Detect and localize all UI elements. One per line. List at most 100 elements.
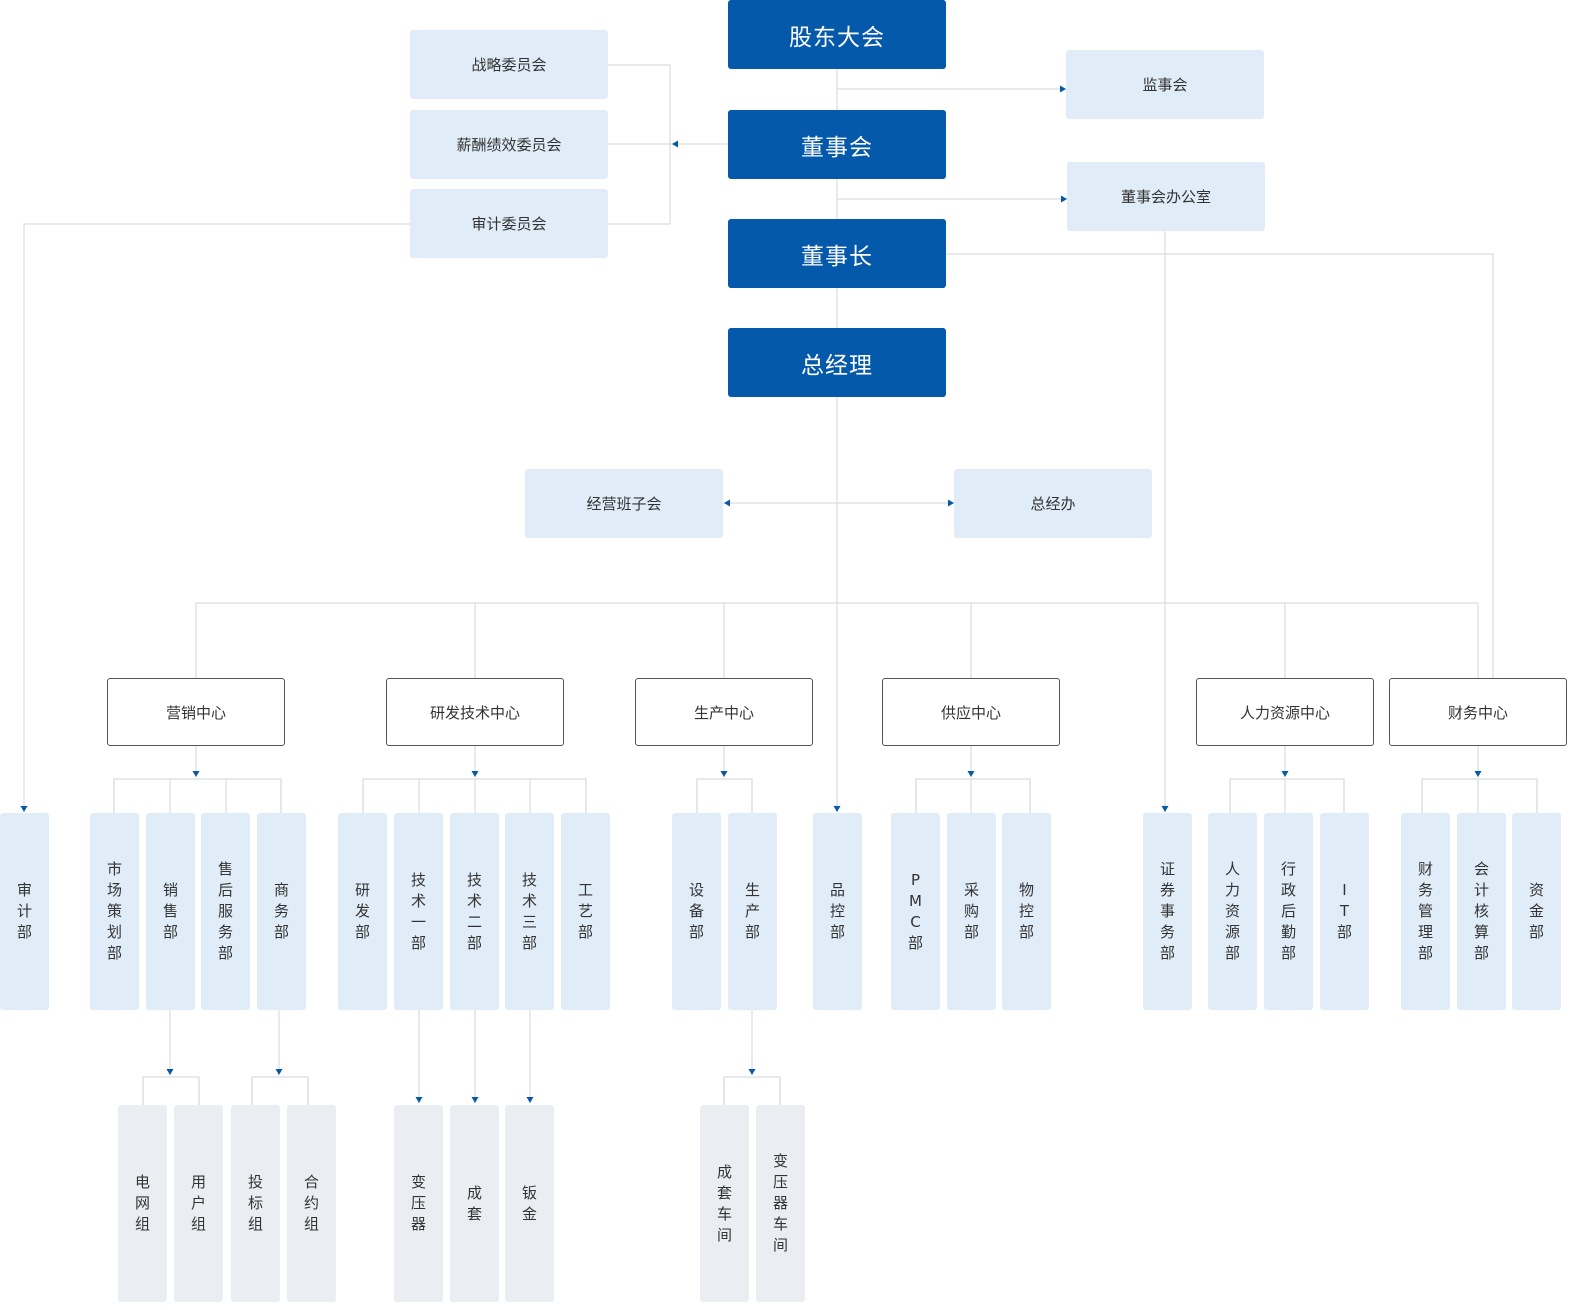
committee-audit-box: 审计委员会 <box>410 189 608 258</box>
group-box: 钣金 <box>505 1105 554 1302</box>
dept-box: 生产部 <box>728 813 777 1010</box>
center-finance-box: 财务中心 <box>1389 678 1567 746</box>
management-team-label: 经营班子会 <box>586 495 662 513</box>
gm-office-label: 总经办 <box>1030 495 1076 513</box>
dept-label: 品控部 <box>829 881 845 941</box>
connector-line <box>1229 778 1345 813</box>
dept-box: 行政后勤部 <box>1264 813 1313 1010</box>
group-box: 成套 <box>450 1105 499 1302</box>
dept-label: 采购部 <box>963 881 979 941</box>
dept-label: 资金部 <box>1528 881 1544 941</box>
group-box: 电网组 <box>118 1105 167 1302</box>
dept-box: 财务管理部 <box>1401 813 1450 1010</box>
group-label: 成套车间 <box>716 1162 732 1244</box>
dept-label: 物控部 <box>1018 881 1034 941</box>
board-of-directors-label: 董事会 <box>801 134 873 161</box>
dept-box: 工艺部 <box>561 813 610 1010</box>
dept-label: 财务管理部 <box>1417 860 1433 962</box>
group-box: 变压器车间 <box>756 1105 805 1302</box>
dept-label: 技术三部 <box>521 870 537 952</box>
gm-office-box: 总经办 <box>954 469 1152 538</box>
center-production-box: 生产中心 <box>635 678 813 746</box>
supervisors-box: 监事会 <box>1066 50 1264 119</box>
board-office-box: 董事会办公室 <box>1067 162 1265 231</box>
dept-label: 技术一部 <box>410 870 426 952</box>
supervisors-label: 监事会 <box>1142 76 1188 94</box>
dept-box: 人力资源部 <box>1208 813 1257 1010</box>
connector-arrow <box>672 140 678 148</box>
connector-arrow <box>275 1069 283 1075</box>
group-label: 变压器 <box>410 1173 426 1233</box>
group-label: 成套 <box>466 1183 482 1223</box>
committee-audit-label: 审计委员会 <box>471 215 547 233</box>
chairman-label: 董事长 <box>801 243 873 270</box>
center-rnd-box: 研发技术中心 <box>386 678 564 746</box>
connector-arrow <box>192 771 200 777</box>
connector-line <box>723 1076 781 1105</box>
dept-label: 生产部 <box>744 881 760 941</box>
dept-label: 审计部 <box>16 881 32 941</box>
group-box: 合约组 <box>287 1105 336 1302</box>
dept-box: 技术二部 <box>450 813 499 1010</box>
shareholders-meeting-box: 股东大会 <box>728 0 946 69</box>
committee-strategy-box: 战略委员会 <box>410 30 608 99</box>
general-manager-box: 总经理 <box>728 328 946 397</box>
center-supply-box: 供应中心 <box>882 678 1060 746</box>
group-label: 钣金 <box>521 1183 537 1223</box>
dept-box: 售后服务部 <box>201 813 250 1010</box>
dept-label: 设备部 <box>688 881 704 941</box>
connector-arrow <box>1060 85 1066 93</box>
connector-line <box>251 1076 309 1105</box>
connector-arrow <box>20 806 28 812</box>
dept-label: 售后服务部 <box>217 860 233 962</box>
dept-box: 研发部 <box>338 813 387 1010</box>
connector-arrow <box>1281 771 1289 777</box>
center-marketing-label: 营销中心 <box>165 703 226 722</box>
dept-label: 销售部 <box>162 881 178 941</box>
dept-box: 技术三部 <box>505 813 554 1010</box>
dept-label: 会计核算部 <box>1473 860 1489 962</box>
connector-line <box>946 253 1494 678</box>
dept-label: 市场策划部 <box>106 860 122 962</box>
connector-arrow <box>748 1069 756 1075</box>
center-hr-label: 人力资源中心 <box>1239 703 1330 722</box>
chairman-box: 董事长 <box>728 219 946 288</box>
group-box: 变压器 <box>394 1105 443 1302</box>
connector-arrow <box>471 771 479 777</box>
center-supply-label: 供应中心 <box>940 703 1001 722</box>
group-box: 用户组 <box>174 1105 223 1302</box>
dept-box: 采购部 <box>947 813 996 1010</box>
dept-box: 技术一部 <box>394 813 443 1010</box>
dept-label: 商务部 <box>273 881 289 941</box>
connector-line <box>1421 778 1538 813</box>
connector-arrow <box>526 1097 534 1103</box>
board-office-label: 董事会办公室 <box>1120 188 1211 206</box>
connector-arrow <box>948 499 954 507</box>
group-label: 用户组 <box>190 1173 206 1233</box>
dept-box: 销售部 <box>146 813 195 1010</box>
group-label: 电网组 <box>134 1173 150 1233</box>
connector-arrow <box>166 1069 174 1075</box>
group-label: 合约组 <box>303 1173 319 1233</box>
center-marketing-box: 营销中心 <box>107 678 285 746</box>
dept-label: 技术二部 <box>466 870 482 952</box>
connector-arrow <box>833 806 841 812</box>
connector-line <box>142 1076 200 1105</box>
connector-arrow <box>967 771 975 777</box>
center-rnd-label: 研发技术中心 <box>429 703 520 722</box>
connector-arrow <box>724 499 730 507</box>
dept-label: 工艺部 <box>577 881 593 941</box>
dept-label: 研发部 <box>354 881 370 941</box>
board-of-directors-box: 董事会 <box>728 110 946 179</box>
general-manager-label: 总经理 <box>801 352 873 379</box>
shareholders-meeting-label: 股东大会 <box>789 24 885 51</box>
dept-box: 审计部 <box>0 813 49 1010</box>
dept-label: 证券事务部 <box>1159 860 1175 962</box>
dept-box: 证券事务部 <box>1143 813 1192 1010</box>
dept-box: 设备部 <box>672 813 721 1010</box>
